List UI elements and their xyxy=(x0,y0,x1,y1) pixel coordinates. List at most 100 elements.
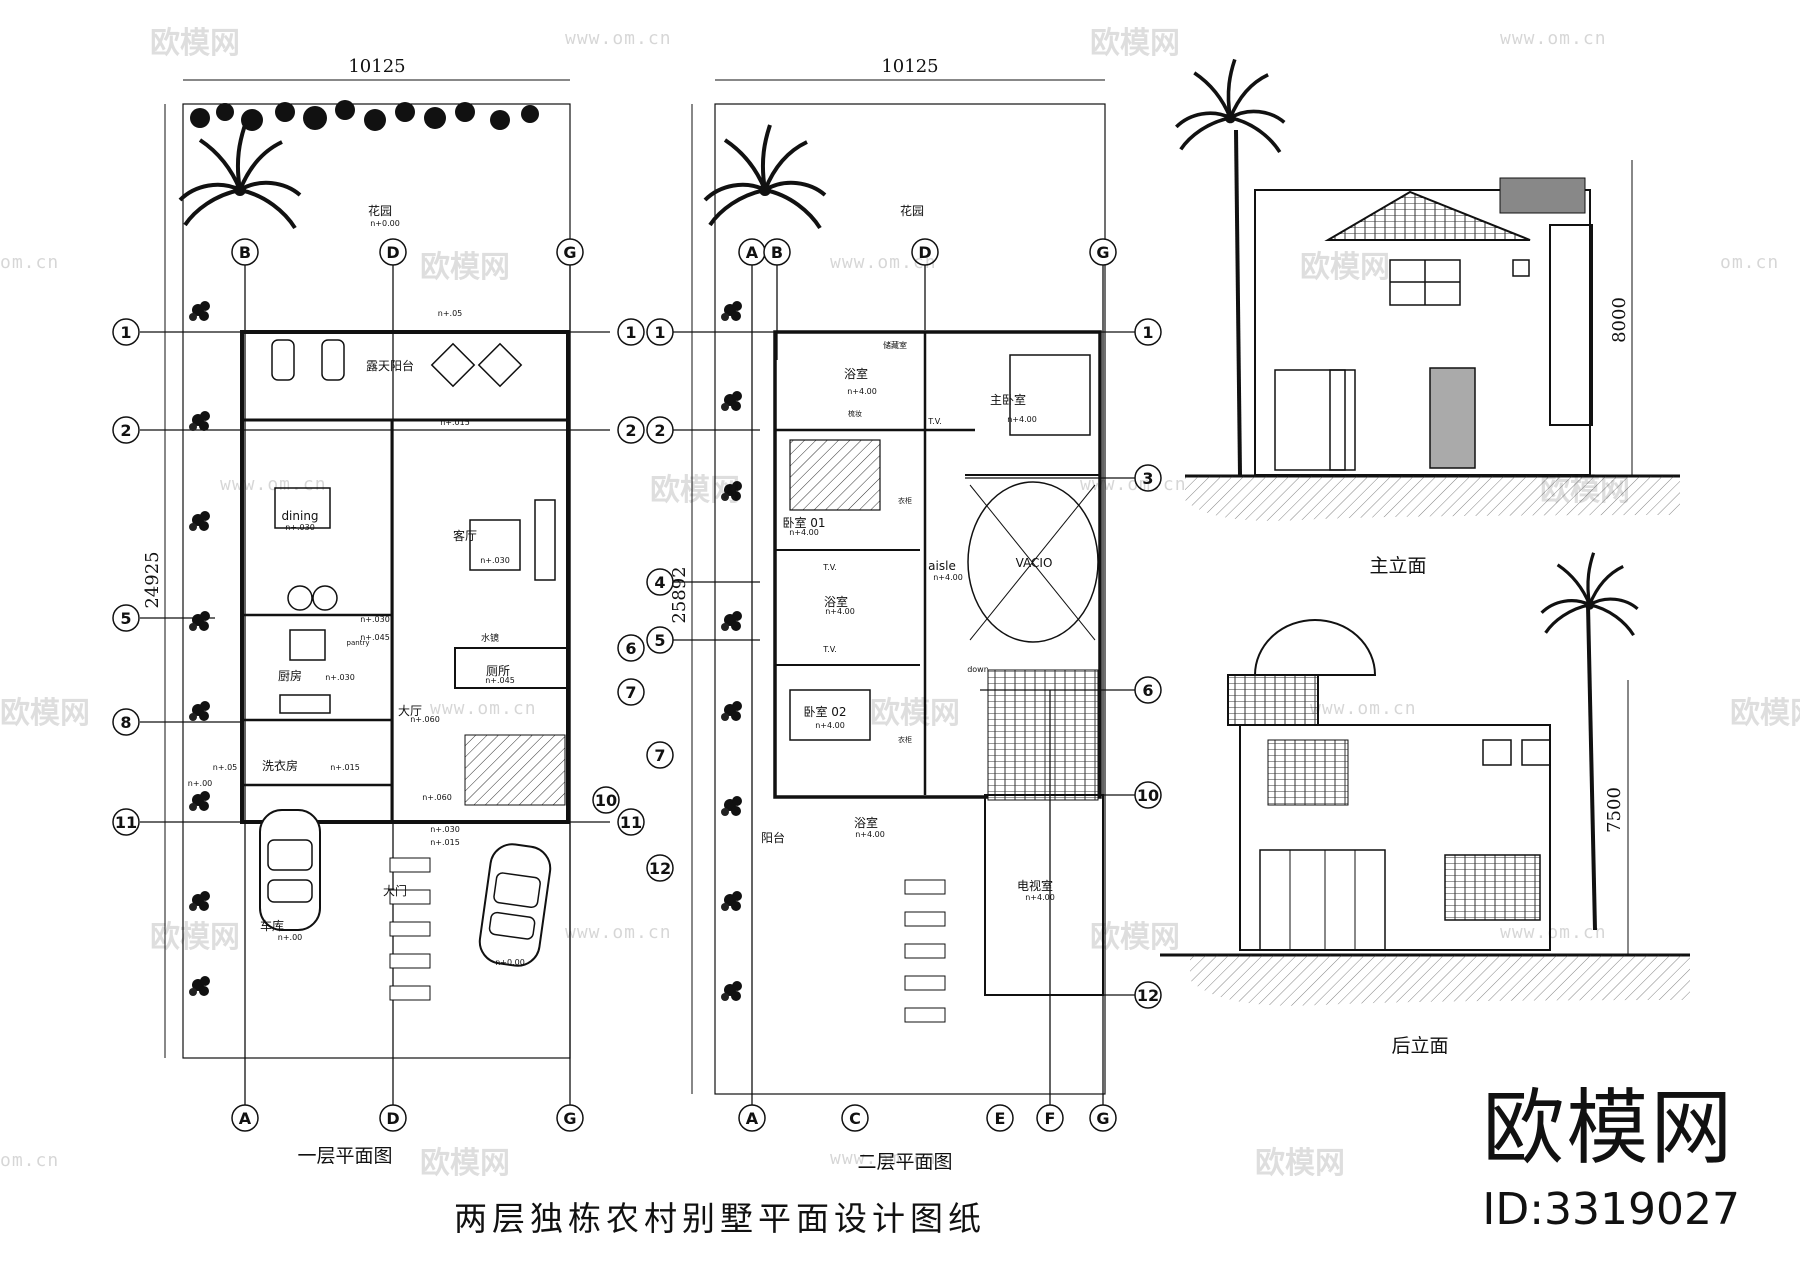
plan1-grid-row-6: 6 xyxy=(625,639,636,658)
plan2-grid-right-10: 10 xyxy=(1137,786,1159,805)
plan1-car-level: n+0.00 xyxy=(495,958,525,967)
plan1-width-dimension: 10125 xyxy=(348,56,405,77)
ground-floor-plan xyxy=(140,100,610,1105)
plan1-grid-row-8: 8 xyxy=(120,713,131,732)
brand-name: 欧模网 xyxy=(1482,1081,1735,1176)
front-elevation-drawing xyxy=(1174,57,1680,521)
plan2-tv-label-2: T.V. xyxy=(822,563,836,572)
plan1-garage-level: n+.00 xyxy=(278,933,303,942)
plan2-bath3-level: n+4.00 xyxy=(855,830,885,839)
plan2-void-label: VACIO xyxy=(1016,556,1053,570)
plan2-wardrobe-label-1: 衣柜 xyxy=(898,496,912,505)
plan2-height-dimension: 25892 xyxy=(669,566,690,623)
plan1-level-f: n+.05 xyxy=(213,763,238,772)
plan2-grid-left-1: 1 xyxy=(654,323,665,342)
plan1-height-dimension: 24925 xyxy=(142,551,163,608)
plan2-balcony-label: 阳台 xyxy=(761,830,785,845)
plan2-grid-bottom-f: F xyxy=(1045,1109,1056,1128)
plan2-grid-top-g: G xyxy=(1096,243,1109,262)
plan1-pantry-label: pantry xyxy=(347,639,370,647)
plan2-grid-left-7: 7 xyxy=(654,746,665,765)
front-elevation-height: 8000 xyxy=(1609,297,1630,343)
plan2-grid-top-d: D xyxy=(918,243,931,262)
plan1-grid-row-2: 2 xyxy=(120,421,131,440)
plan1-grid-row-1: 1 xyxy=(120,323,131,342)
plan2-grid-bottom-g: G xyxy=(1096,1109,1109,1128)
plan2-grid-right-3: 3 xyxy=(1142,469,1153,488)
plan1-level-d: n+.030 xyxy=(430,825,460,834)
plan1-living-label: 客厅 xyxy=(453,528,477,543)
plan1-grid-row-10: 10 xyxy=(595,791,617,810)
plan2-bath1-label: 浴室 xyxy=(844,366,868,381)
rear-elevation-caption: 后立面 xyxy=(1391,1035,1448,1057)
plan2-bed2-level: n+4.00 xyxy=(815,721,845,730)
plan2-tv-room-label: 电视室 xyxy=(1017,878,1053,893)
plan2-grid-top-b: B xyxy=(771,243,783,262)
plan2-grid-right-12: 12 xyxy=(1137,986,1159,1005)
plan1-gate-label: 大门 xyxy=(383,883,407,898)
plan2-bath2-level: n+4.00 xyxy=(825,607,855,616)
plan1-level-e: n+.015 xyxy=(430,838,460,847)
plan2-grid-bottom-c: C xyxy=(849,1109,861,1128)
plan2-grid-right-1: 1 xyxy=(1142,323,1153,342)
plan1-hall-level: n+.060 xyxy=(410,715,440,724)
plan2-vanity-label: 梳妆 xyxy=(848,409,862,418)
plan1-grid-top-b: B xyxy=(239,243,251,262)
rear-elevation-drawing xyxy=(1160,551,1690,1006)
plan2-closet-label: 储藏室 xyxy=(883,340,907,350)
plan2-grid-bottom-e: E xyxy=(995,1109,1006,1128)
plan2-tv-label-3: T.V. xyxy=(822,645,836,654)
plan1-level-g: n+.00 xyxy=(188,779,213,788)
plan1-grid-top-g: G xyxy=(563,243,576,262)
plan1-level-a: n+.030 xyxy=(360,615,390,624)
plan2-bed1-level: n+4.00 xyxy=(789,528,819,537)
plan1-grid-bottom-g: G xyxy=(563,1109,576,1128)
plan1-garage-label: 车库 xyxy=(260,918,284,933)
plan2-bath2-label: 浴室 xyxy=(824,594,848,609)
upper-floor-plan xyxy=(672,103,1140,1105)
plan2-aisle-level: n+4.00 xyxy=(933,573,963,582)
plan1-grid-row-1-right: 1 xyxy=(625,323,636,342)
plan2-wardrobe-label-2: 衣柜 xyxy=(898,735,912,744)
plan1-grid-top-d: D xyxy=(386,243,399,262)
plan1-bath-label: 厕所 xyxy=(486,664,510,678)
plan2-grid-top-a: A xyxy=(746,243,759,262)
plan2-grid-left-2: 2 xyxy=(654,421,665,440)
brand-box: 欧模网 ID:3319027 xyxy=(1482,1081,1740,1236)
plan1-grid-bottom-a: A xyxy=(239,1109,252,1128)
front-elevation-caption: 主立面 xyxy=(1369,555,1426,577)
plan1-grid-row-11-right: 11 xyxy=(620,813,642,832)
rear-elevation-height: 7500 xyxy=(1604,787,1625,833)
plan2-grid-left-4: 4 xyxy=(654,573,665,592)
plan1-terrace-label: 露天阳台 xyxy=(366,358,414,373)
plan2-bed2-label: 卧室 02 xyxy=(803,704,846,719)
plan2-bath3-label: 浴室 xyxy=(854,815,878,830)
plan1-living-level: n+.030 xyxy=(480,556,510,565)
plan1-bath-level: n+.045 xyxy=(485,676,515,685)
plan1-laundry-label: 洗衣房 xyxy=(262,758,298,773)
plan1-grid-bottom-d: D xyxy=(386,1109,399,1128)
plan1-sink-label: 水镜 xyxy=(481,632,499,644)
plan1-hall-label: 大厅 xyxy=(398,704,422,718)
plan2-down-label: down xyxy=(967,665,989,674)
plan1-laundry-level: n+.015 xyxy=(330,763,360,772)
plan1-dining-level: n+.030 xyxy=(285,523,315,532)
plan2-bath1-level: n+4.00 xyxy=(847,387,877,396)
plan1-grid-row-7: 7 xyxy=(625,683,636,702)
plan2-grid-left-5: 5 xyxy=(654,631,665,650)
plan1-top-level: n+.05 xyxy=(438,309,463,318)
brand-id: ID:3319027 xyxy=(1482,1184,1740,1235)
plan2-grid-bottom-a: A xyxy=(746,1109,759,1128)
plan1-kitchen-label: 厨房 xyxy=(278,668,302,683)
plan1-garden-level: n+0.00 xyxy=(370,219,400,228)
plan2-grid-right-6: 6 xyxy=(1142,681,1153,700)
plan2-caption: 二层平面图 xyxy=(857,1151,952,1173)
plan2-master-label: 主卧室 xyxy=(990,392,1026,407)
plan1-dining-label: dining xyxy=(281,509,318,523)
plan1-grid-row-5: 5 xyxy=(120,609,131,628)
plan1-garden-label: 花园 xyxy=(368,203,392,218)
plan1-level-b: n+.045 xyxy=(360,633,390,642)
plan2-bed1-label: 卧室 01 xyxy=(782,515,825,530)
plan1-level-c: n+.060 xyxy=(422,793,452,802)
plan1-grid-row-11: 11 xyxy=(115,813,137,832)
